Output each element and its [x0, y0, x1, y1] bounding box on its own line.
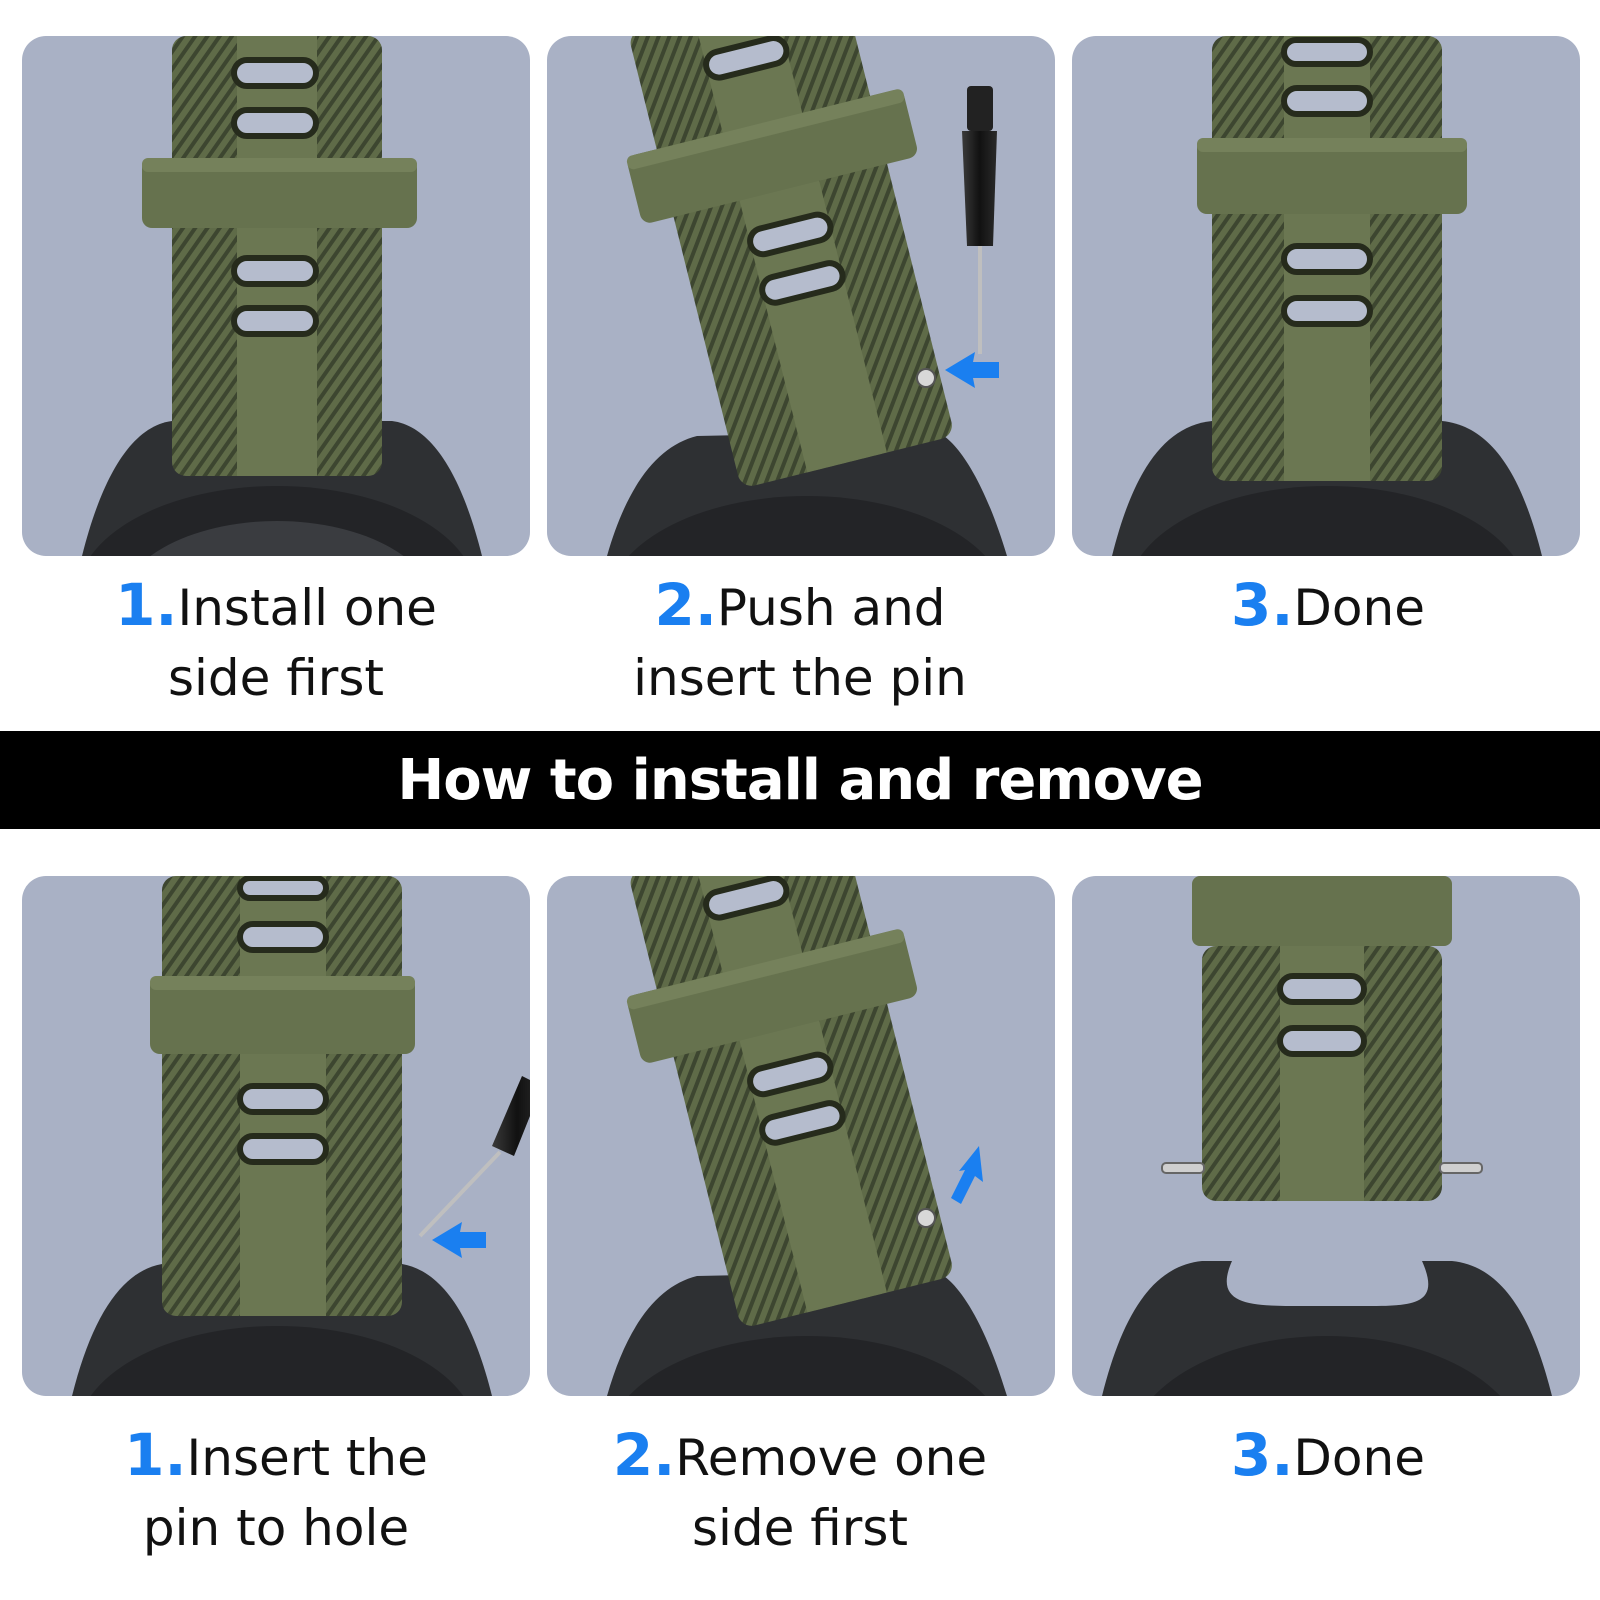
screwdriver-icon — [418, 1076, 530, 1238]
remove-step-1-image — [22, 876, 530, 1396]
caption-line-1: Push and — [716, 579, 946, 637]
screwdriver-icon — [962, 86, 997, 354]
caption-line-2: insert the pin — [633, 649, 967, 707]
caption-line-2: pin to hole — [142, 1499, 410, 1557]
caption-line-1: Install one — [177, 579, 437, 637]
banner-title: How to install and remove — [397, 747, 1203, 813]
caption-line-2: side first — [167, 649, 385, 707]
caption-line-1: Done — [1293, 579, 1425, 637]
install-step-3-image — [1072, 36, 1580, 556]
strap — [626, 876, 952, 1326]
pin-icon — [916, 368, 936, 388]
install-step-2-caption: 2.Push and insert the pin — [540, 570, 1060, 713]
caption-line-1: Insert the — [186, 1429, 428, 1487]
strap — [150, 876, 415, 1316]
remove-step-3-caption: 3.Done — [1068, 1420, 1588, 1493]
install-step-2-image — [547, 36, 1055, 556]
remove-step-1-caption: 1.Insert the pin to hole — [16, 1420, 536, 1563]
step-number: 3. — [1231, 1421, 1294, 1489]
step-number: 1. — [115, 571, 178, 639]
strap — [626, 36, 952, 486]
watch-body — [607, 1270, 1007, 1396]
caption-line-2: side first — [691, 1499, 909, 1557]
strap — [1197, 36, 1467, 481]
step-number: 2. — [612, 1421, 676, 1489]
install-step-3-caption: 3.Done — [1068, 570, 1588, 643]
pin-icon — [1161, 1162, 1483, 1174]
arrow-left-icon — [432, 1222, 486, 1258]
arrow-left-icon — [945, 352, 999, 388]
remove-step-2-caption: 2.Remove one side first — [540, 1420, 1060, 1563]
step-number: 2. — [654, 571, 717, 639]
watch-body — [607, 430, 1007, 556]
step-number: 1. — [124, 1421, 187, 1489]
install-step-1-caption: 1.Install one side first — [16, 570, 536, 713]
remove-step-3-image — [1072, 876, 1580, 1396]
watch-body — [1102, 1261, 1552, 1396]
caption-line-1: Done — [1293, 1429, 1425, 1487]
pin-icon — [916, 1208, 936, 1228]
strap — [1192, 876, 1452, 1201]
arrow-up-icon — [951, 1146, 983, 1204]
install-step-1-image — [22, 36, 530, 556]
remove-step-2-image — [547, 876, 1055, 1396]
strap — [142, 36, 417, 476]
section-banner: How to install and remove — [0, 731, 1600, 829]
step-number: 3. — [1231, 571, 1294, 639]
caption-line-1: Remove one — [675, 1429, 988, 1487]
